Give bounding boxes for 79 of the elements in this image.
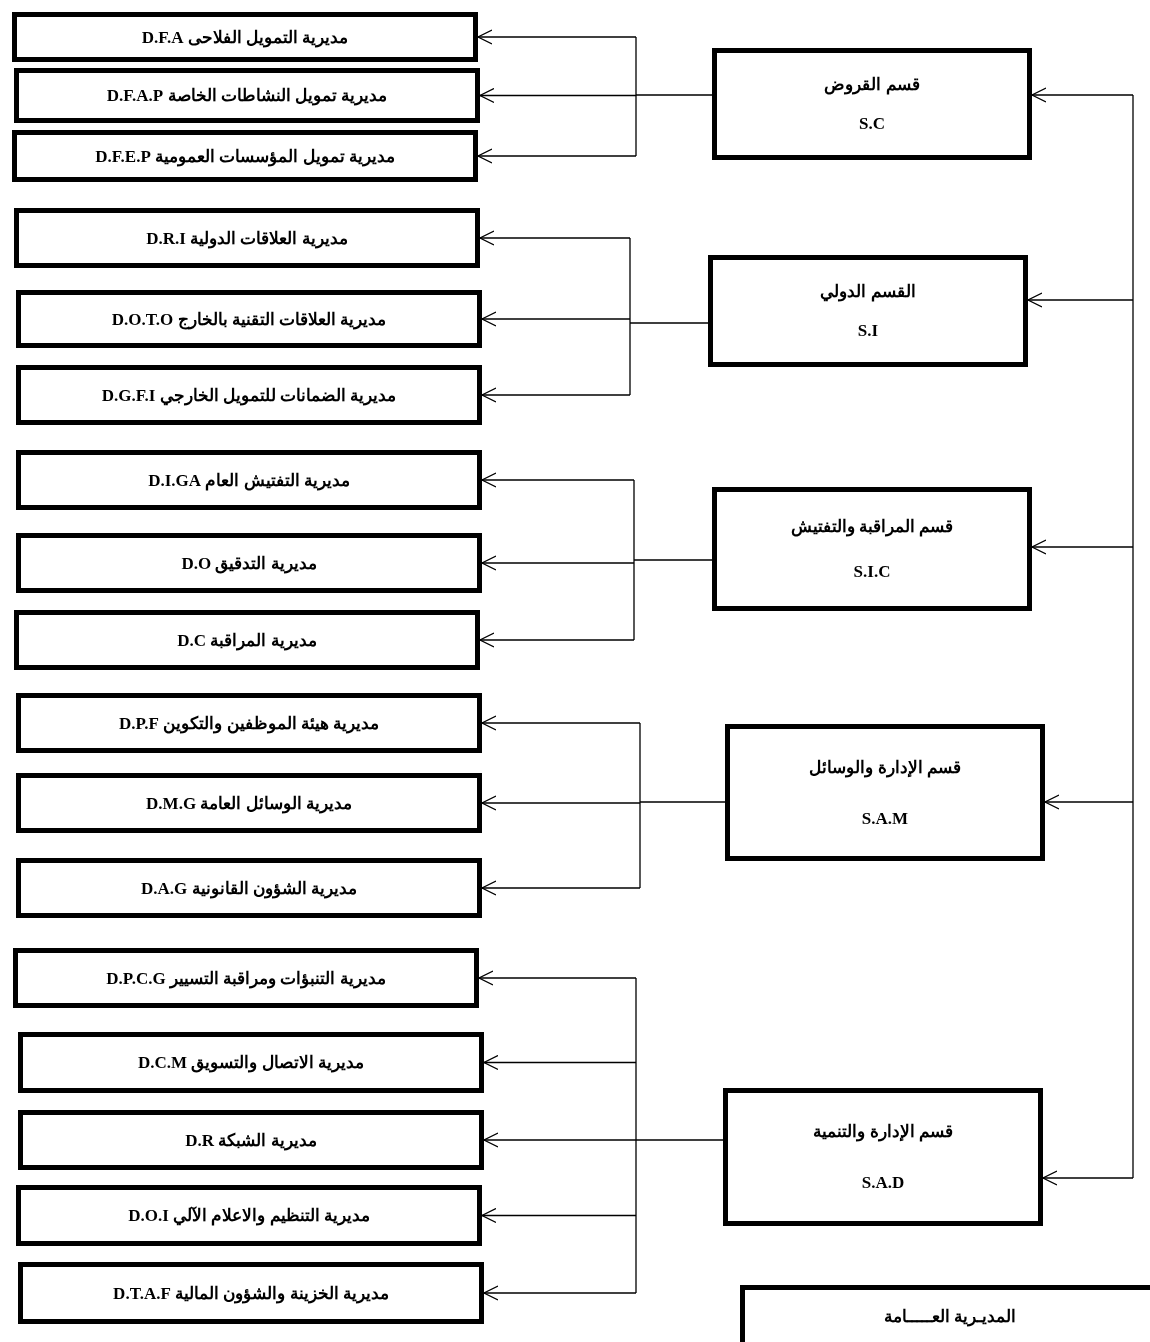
section-box: [712, 48, 1032, 160]
arrow: [479, 632, 635, 648]
department-name: مديرية التمويل الفلاحى D.F.A: [141, 26, 349, 48]
department-name: مديرية الاتصال والتسويق D.C.M: [138, 1052, 364, 1073]
department-box: [16, 533, 482, 593]
department-box: [12, 12, 478, 62]
section-box: [723, 1088, 1043, 1226]
connector-line: [635, 977, 724, 1294]
department-name: مديرية الوسائل العامة D.M.G: [146, 792, 352, 814]
arrow: [479, 230, 631, 246]
section-box: [725, 724, 1045, 861]
section-code: S.C: [859, 113, 885, 134]
department-box: [18, 1032, 484, 1093]
department-box: [740, 1285, 1150, 1342]
connector-line: [639, 722, 726, 889]
arrow: [481, 795, 641, 811]
arrow: [479, 87, 637, 104]
department-name: المديـرية العـــــامة: [883, 1305, 1017, 1327]
arrow: [481, 880, 641, 896]
department-box: [14, 68, 480, 123]
connector-line: [633, 479, 713, 641]
department-box: [16, 858, 482, 918]
section-code: S.I: [857, 320, 879, 341]
arrow: [1031, 87, 1134, 103]
arrow: [483, 1132, 637, 1148]
department-box: [16, 1185, 482, 1246]
arrow: [1042, 1170, 1134, 1186]
section-name: قسم المراقبة والتفتيش: [790, 516, 954, 538]
department-name: مديرية التنبؤات ومراقبة التسيير D.P.C.G: [106, 967, 386, 989]
department-name: مديرية العلاقات التقنية بالخارج D.O.T.O: [111, 308, 387, 330]
arrow: [481, 387, 631, 403]
department-name: مديرية الشبكة D.R: [185, 1129, 317, 1151]
section-name: قسم الإدارة والتنمية: [813, 1120, 953, 1142]
section-name: قسم الإدارة والوسائل: [809, 756, 961, 778]
department-name: مديرية الضمانات للتمويل الخارجي D.G.F.I: [101, 384, 397, 406]
arrow: [477, 148, 637, 164]
arrow: [481, 1207, 637, 1224]
section-name: قسم القروض: [824, 74, 920, 96]
department-name: مديرية المراقبة D.C: [177, 629, 317, 651]
section-code: S.A.D: [861, 1173, 905, 1194]
department-name: مديرية تمويل المؤسسات العمومية D.F.E.P: [95, 145, 395, 167]
arrow: [481, 715, 641, 731]
department-box: [16, 290, 482, 348]
connector-line: [1132, 94, 1134, 1179]
arrow: [481, 472, 635, 488]
arrow: [481, 555, 635, 571]
section-code: S.A.M: [861, 808, 909, 829]
section-box: [708, 255, 1028, 367]
section-code: S.I.C: [853, 561, 891, 582]
department-box: [16, 693, 482, 753]
arrow: [477, 29, 637, 45]
department-box: [16, 773, 482, 833]
department-box: [18, 1262, 484, 1324]
department-box: [16, 365, 482, 425]
arrow: [1031, 539, 1134, 555]
connector-line: [629, 237, 709, 396]
department-box: [14, 208, 480, 268]
department-name: مديرية التنظيم والاعلام الآلي D.O.I: [128, 1205, 370, 1226]
department-box: [16, 450, 482, 510]
department-box: [12, 130, 478, 182]
arrow: [481, 311, 631, 327]
section-name: القسم الدولي: [820, 281, 916, 303]
section-box: [712, 487, 1032, 611]
department-name: مديرية الخزينة والشؤون المالية D.T.A.F: [113, 1282, 389, 1304]
department-name: مديرية تمويل النشاطات الخاصة D.F.A.P: [106, 85, 388, 106]
arrow: [478, 970, 637, 986]
arrow: [483, 1285, 637, 1301]
arrow: [1044, 794, 1134, 810]
department-name: مديرية هيئة الموظفين والتكوين D.P.F: [119, 712, 379, 734]
department-box: [14, 610, 480, 670]
department-name: مديرية التدقيق D.O: [181, 552, 317, 574]
department-name: مديرية التفتيش العام D.I.GA: [148, 469, 350, 491]
department-box: [18, 1110, 484, 1170]
department-name: مديرية العلاقات الدولية D.R.I: [146, 227, 348, 249]
department-box: [13, 948, 479, 1008]
connector-line: [635, 36, 713, 157]
arrow: [1027, 292, 1134, 308]
arrow: [483, 1054, 637, 1071]
department-name: مديرية الشؤون القانونية D.A.G: [141, 877, 357, 899]
